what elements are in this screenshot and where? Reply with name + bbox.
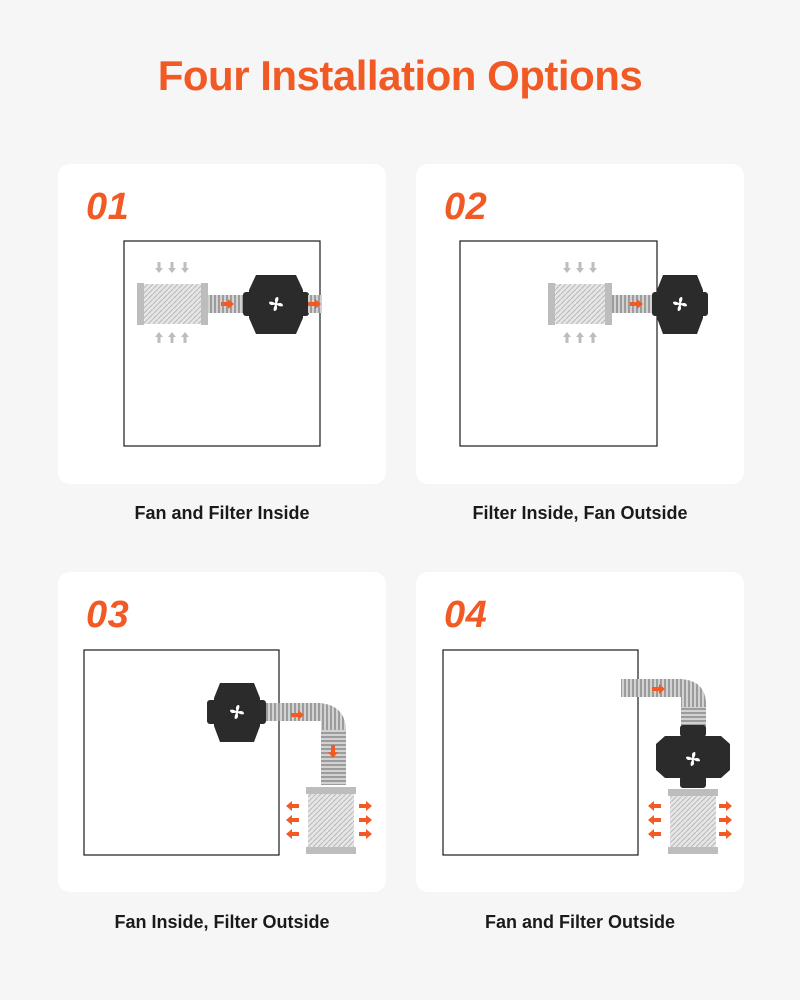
flexible-duct bbox=[681, 707, 706, 729]
option-caption: Fan Inside, Filter Outside bbox=[114, 912, 330, 932]
inline-fan bbox=[207, 683, 266, 742]
flexible-duct bbox=[266, 703, 322, 721]
diagram-fan-and-filter-inside bbox=[123, 240, 322, 447]
option-number: 04 bbox=[444, 594, 488, 636]
option-number: 03 bbox=[86, 594, 130, 636]
inline-fan bbox=[652, 275, 708, 334]
option-card-01: 01 bbox=[58, 164, 386, 484]
page-title: Four Installation Options bbox=[157, 52, 643, 99]
inline-fan bbox=[656, 725, 730, 788]
diagram-fan-inside-filter-outside bbox=[83, 649, 372, 856]
diagram-fan-and-filter-outside bbox=[442, 649, 732, 856]
option-card-04: 04 bbox=[416, 572, 744, 892]
carbon-filter bbox=[668, 789, 718, 854]
option-number: 01 bbox=[86, 186, 130, 228]
inline-fan bbox=[243, 275, 309, 334]
room-outline bbox=[442, 649, 639, 856]
room-outline bbox=[83, 649, 280, 856]
option-card-02: 02 bbox=[416, 164, 744, 484]
room-outline bbox=[459, 240, 658, 447]
flexible-duct bbox=[321, 730, 346, 785]
option-number: 02 bbox=[444, 186, 488, 228]
flexible-duct bbox=[316, 703, 346, 732]
carbon-filter bbox=[306, 787, 356, 854]
carbon-filter bbox=[548, 283, 612, 325]
carbon-filter bbox=[137, 283, 208, 325]
option-caption: Filter Inside, Fan Outside bbox=[472, 503, 688, 523]
room-outline bbox=[123, 240, 321, 447]
option-card-03: 03 bbox=[58, 572, 386, 892]
flexible-duct bbox=[678, 679, 706, 709]
diagram-filter-inside-fan-outside bbox=[459, 240, 708, 447]
option-caption: Fan and Filter Outside bbox=[484, 912, 676, 932]
option-caption: Fan and Filter Inside bbox=[134, 503, 310, 523]
